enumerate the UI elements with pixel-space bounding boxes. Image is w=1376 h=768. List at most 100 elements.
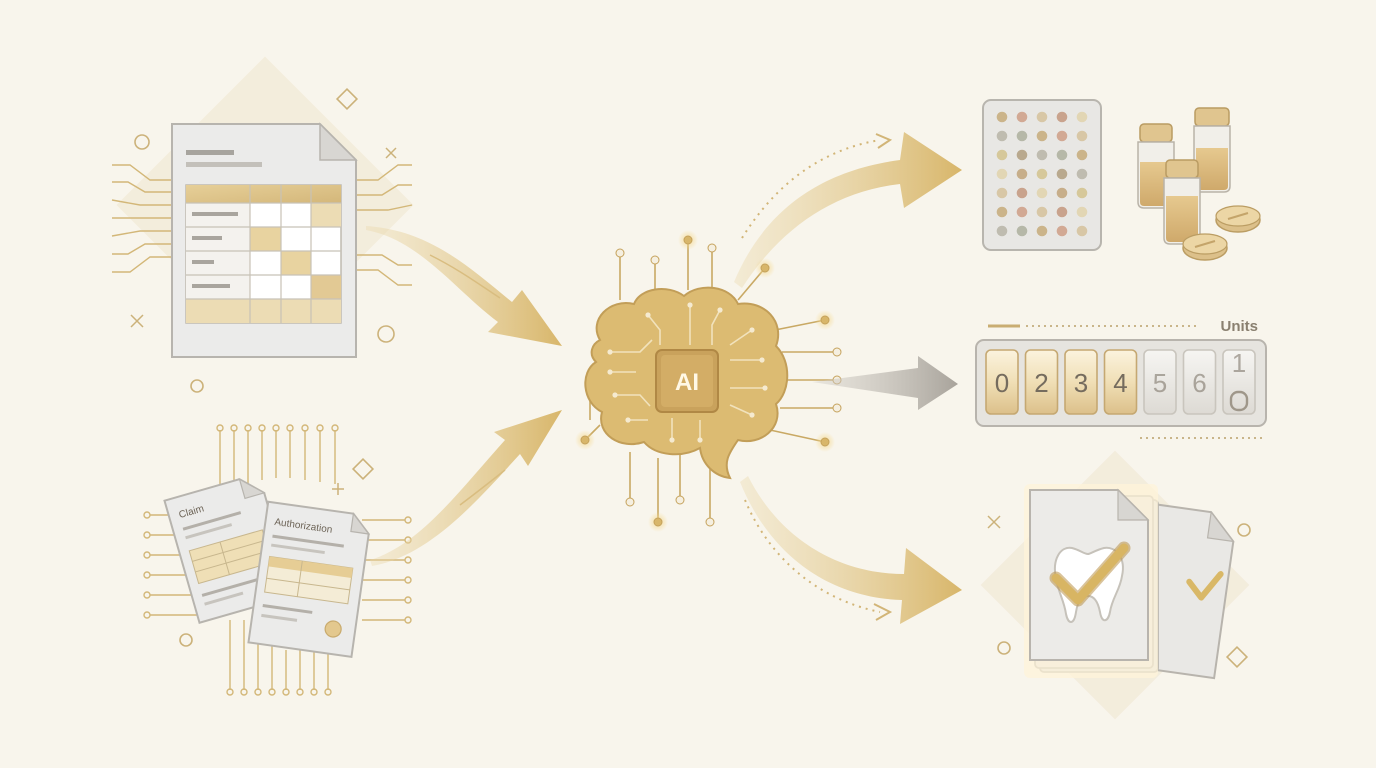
pill-dot <box>1036 168 1048 180</box>
circle-sparkle-icon <box>1237 523 1251 537</box>
pill-dot <box>1016 225 1028 237</box>
output-arrows <box>734 132 962 624</box>
units-label: Units <box>1221 318 1259 335</box>
plus-sparkle-icon <box>332 483 344 495</box>
spreadsheet-input-group <box>111 56 414 393</box>
arrow-claims-thin-trail <box>459 469 506 506</box>
pill-dot <box>1056 206 1068 218</box>
arrow-claims-to-ai <box>370 410 562 566</box>
pill-dot <box>1056 168 1068 180</box>
dotted-trail-top-head <box>875 133 893 149</box>
pill-dot <box>1016 111 1028 123</box>
circuit-nodes-top <box>216 424 339 432</box>
circuit-traces-left <box>111 164 172 273</box>
dotted-trail-top <box>741 139 881 239</box>
vial-small <box>1163 159 1201 245</box>
dotted-trail-bottom <box>744 499 881 613</box>
counter-digit-slot <box>1103 349 1138 415</box>
pill-dot <box>1056 149 1068 161</box>
seal-icon <box>324 620 342 638</box>
circuit-traces-top <box>219 430 336 492</box>
pill-dot <box>1076 130 1088 142</box>
arrow-spreadsheet-to-ai <box>366 226 562 346</box>
cross-sparkle-icon <box>385 147 397 159</box>
pill-dot <box>1036 130 1048 142</box>
pill-dot <box>1016 168 1028 180</box>
circle-sparkle-icon <box>190 379 204 393</box>
circle-sparkle-icon <box>377 325 395 343</box>
brain-circuit-leads <box>584 240 835 522</box>
spreadsheet-grid <box>185 184 342 324</box>
pill-dot <box>1016 149 1028 161</box>
pill-dot <box>1036 206 1048 218</box>
pill-dot <box>1016 187 1028 199</box>
cross-sparkle-icon <box>987 515 1001 529</box>
brain-circuit-nodes <box>575 230 842 532</box>
counter-digit-slot <box>985 349 1019 415</box>
counter-digit: 0 <box>995 368 1009 398</box>
pill-dot <box>1036 187 1048 199</box>
pill-dot <box>1036 111 1048 123</box>
dental-approval-output-group <box>980 450 1251 720</box>
pill-dot <box>996 168 1008 180</box>
pill-dots <box>996 111 1088 237</box>
arrow-ai-to-medications <box>734 132 962 288</box>
tablet-icon <box>1215 205 1261 233</box>
pill-dot <box>1016 206 1028 218</box>
vial-large <box>1193 107 1231 193</box>
counter-digit-slot <box>1024 349 1059 415</box>
pill-dot <box>1076 187 1088 199</box>
ai-brain: AI <box>575 230 842 532</box>
counter-digit: 3 <box>1074 368 1088 398</box>
pill-dot <box>1076 225 1088 237</box>
arrow-ai-to-dental-approval <box>740 476 962 624</box>
counter-digit: 4 <box>1113 368 1127 398</box>
circuit-nodes-sides <box>143 511 412 624</box>
claim-authorization-input-group: Claim Authorization <box>143 424 412 696</box>
tablet-icon <box>1182 233 1228 261</box>
page-fold <box>319 122 358 161</box>
arrow-spreadsheet-thin-trail <box>429 254 501 299</box>
ai-chip-inner <box>661 355 713 407</box>
cross-sparkle-icon <box>130 314 144 328</box>
pill-dot <box>1056 130 1068 142</box>
brain-internal-traces <box>610 305 765 440</box>
counter-digit-slot <box>1182 349 1217 415</box>
counter-digit-slot <box>1143 349 1177 415</box>
diamond-sparkle-icon <box>1225 645 1249 669</box>
pill-dot <box>1036 149 1048 161</box>
dental-document-front <box>1024 484 1158 678</box>
pill-dot <box>1076 206 1088 218</box>
header-line <box>186 162 262 167</box>
circle-sparkle-icon <box>997 641 1011 655</box>
dotted-trail-bottom-head <box>873 603 893 621</box>
circuit-traces-bottom <box>229 620 329 690</box>
counter-digit: 2 <box>1034 368 1048 398</box>
circuit-nodes-bottom <box>226 688 332 696</box>
input-arrows <box>366 226 562 566</box>
diamond-sparkle-icon <box>335 87 359 111</box>
counter-digit: 6 <box>1192 368 1206 398</box>
rolling-digit-fragment <box>1229 390 1249 412</box>
diamond-sparkle-icon <box>351 457 375 481</box>
counter-digit: 1 <box>1232 348 1246 378</box>
pill-dot <box>996 225 1008 237</box>
pill-dot <box>1036 225 1048 237</box>
pill-dot <box>1076 149 1088 161</box>
pill-dot <box>996 206 1008 218</box>
pill-dot <box>996 149 1008 161</box>
checkmark-icon <box>1051 543 1129 605</box>
circuit-traces-right <box>356 164 413 286</box>
pill-dot <box>996 130 1008 142</box>
circle-sparkle-icon <box>134 134 150 150</box>
header-line <box>186 150 234 155</box>
counter-digit: 5 <box>1153 368 1167 398</box>
circle-sparkle-icon <box>179 633 193 647</box>
medications-output-group <box>982 99 1261 261</box>
brain-internal-nodes <box>607 302 768 443</box>
ai-label: AI <box>675 369 699 396</box>
pill-dot <box>996 111 1008 123</box>
arrow-ai-to-units <box>812 356 958 410</box>
